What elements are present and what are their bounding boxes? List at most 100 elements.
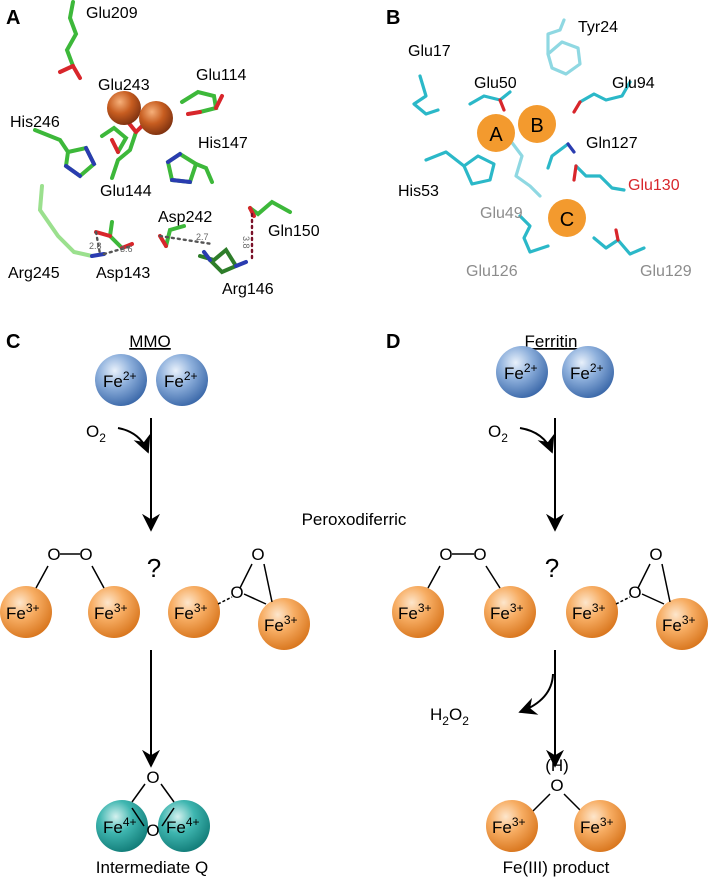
- fe4-label-left: Fe4+: [103, 815, 137, 837]
- bond-q-3: [131, 807, 145, 827]
- site-a-label: A: [489, 124, 503, 146]
- glu130-sticks: [574, 164, 626, 192]
- o-atom-d3: O: [628, 583, 641, 602]
- residue-label-glu94: Glu94: [612, 75, 655, 92]
- panel-d: D Ferritin Fe2+ Fe2+ O2 O O Fe3+ Fe3+ ? …: [386, 331, 708, 877]
- fe3-sphere-d2: [484, 586, 536, 638]
- his53-chain: [424, 150, 466, 168]
- fe3-label-c2: Fe3+: [94, 601, 128, 623]
- fe3-sphere-product-right: [574, 800, 626, 852]
- h2o2-curved-arrow: [518, 673, 554, 715]
- bond-q-1: [131, 783, 146, 803]
- glu130-oxygen: [572, 164, 578, 182]
- distance-label-2: 3.6: [120, 244, 133, 254]
- residue-label-asp242: Asp242: [158, 209, 212, 226]
- fe3-label-d1: Fe3+: [398, 601, 432, 623]
- panel-c: C MMO Fe2+ Fe2+ O2 O O Fe3+ Fe3+ ? O O F…: [0, 331, 310, 877]
- tyr24-ring: [546, 40, 582, 76]
- residue-label-glu17: Glu17: [408, 43, 451, 60]
- residue-label-glu129: Glu129: [640, 263, 692, 280]
- bond-d-1: [427, 565, 441, 589]
- o-atom-product: O: [550, 776, 563, 795]
- site-c-label: C: [560, 209, 574, 231]
- residue-label-asp143: Asp143: [96, 265, 150, 282]
- residue-label-glu49: Glu49: [480, 205, 523, 222]
- bond-d-6: [661, 563, 671, 603]
- fe3-label-d4: Fe3+: [662, 613, 696, 635]
- peroxodiferric-label: Peroxodiferric: [302, 510, 407, 529]
- fe3-sphere-product-left: [486, 800, 538, 852]
- fe3-sphere-d1: [392, 586, 444, 638]
- site-a-sphere: [477, 114, 515, 152]
- glu50-sticks: [468, 90, 512, 106]
- residue-label-gln150: Gln150: [268, 223, 320, 240]
- panel-label-c: C: [6, 331, 20, 353]
- glu94-oxygen: [572, 100, 582, 114]
- residue-label-glu114: Glu114: [196, 67, 247, 84]
- residue-label-arg245: Arg245: [8, 265, 60, 282]
- bond-d-5: [637, 563, 651, 589]
- his246-sticks: [33, 128, 97, 179]
- residue-label-his147: His147: [198, 135, 248, 152]
- glu94-sticks: [578, 80, 632, 104]
- fe2-label-left-c: Fe2+: [103, 369, 137, 391]
- bond-d-3: [485, 565, 501, 589]
- site-c-sphere: [548, 199, 586, 237]
- fe2-sphere-left-c: [95, 354, 147, 406]
- fe4-label-right: Fe4+: [166, 815, 200, 837]
- distance-label-4: 3.8: [241, 236, 251, 249]
- o2-label-c: O2: [86, 422, 106, 445]
- panel-label-a: A: [6, 7, 20, 29]
- question-mark-c: ?: [147, 553, 161, 583]
- gln127-nitrogen: [566, 142, 576, 154]
- bond-d-7: [641, 593, 665, 605]
- glu17-sticks: [412, 74, 440, 116]
- bond-q-4: [161, 807, 175, 827]
- ferritin-title: Ferritin: [525, 332, 578, 351]
- residue-label-glu130: Glu130: [628, 177, 680, 194]
- residue-label-glu126: Glu126: [466, 263, 518, 280]
- fe2-label-left-d: Fe2+: [504, 361, 538, 383]
- o2-curved-arrow-c: [117, 427, 151, 454]
- gln150-sticks: [248, 199, 292, 218]
- fe3-label-c1: Fe3+: [6, 601, 40, 623]
- question-mark-d: ?: [545, 553, 559, 583]
- his147-sticks: [165, 151, 214, 185]
- glu126-sticks: [518, 214, 550, 254]
- fe2-sphere-right-d: [562, 346, 614, 398]
- bond-c-5: [239, 563, 253, 589]
- h2o2-label: H2O2: [430, 705, 469, 728]
- o-atom-c1: O: [47, 545, 60, 564]
- fe3-label-d3: Fe3+: [572, 601, 606, 623]
- o-atom-c3: O: [230, 583, 243, 602]
- fe-iii-product-label: Fe(III) product: [503, 858, 610, 877]
- o-atom-c4: O: [251, 545, 264, 564]
- bond-d-4: [615, 596, 631, 605]
- site-b-sphere: [518, 105, 556, 143]
- arg245-sticks: [37, 184, 106, 258]
- panel-label-d: D: [386, 331, 400, 353]
- glu114-sticks: [180, 89, 224, 116]
- residue-label-tyr24: Tyr24: [578, 19, 618, 36]
- distance-label-3: 2.7: [196, 232, 209, 242]
- o-atom-d4: O: [649, 545, 662, 564]
- panel-label-b: B: [386, 7, 400, 29]
- fe3-sphere-c3: [168, 586, 220, 638]
- bond-product-2: [563, 793, 583, 813]
- glu209-sticks: [58, 0, 82, 80]
- arg146-sticks: [198, 246, 248, 275]
- fe2-sphere-right-c: [156, 354, 208, 406]
- o2-label-d: O2: [488, 422, 508, 445]
- o2-curved-arrow-d: [519, 427, 555, 454]
- bond-c-6: [263, 563, 273, 603]
- o-atom-q-top: O: [146, 768, 159, 787]
- bond-c-3: [91, 565, 105, 589]
- mmo-title: MMO: [129, 332, 171, 351]
- bond-q-2: [160, 783, 175, 803]
- fe2-label-right-d: Fe2+: [570, 361, 604, 383]
- fe-sphere-2: [139, 101, 173, 135]
- fe3-sphere-d4: [656, 598, 708, 650]
- tyr24-chain: [546, 18, 566, 56]
- fe3-label-d2: Fe3+: [490, 601, 524, 623]
